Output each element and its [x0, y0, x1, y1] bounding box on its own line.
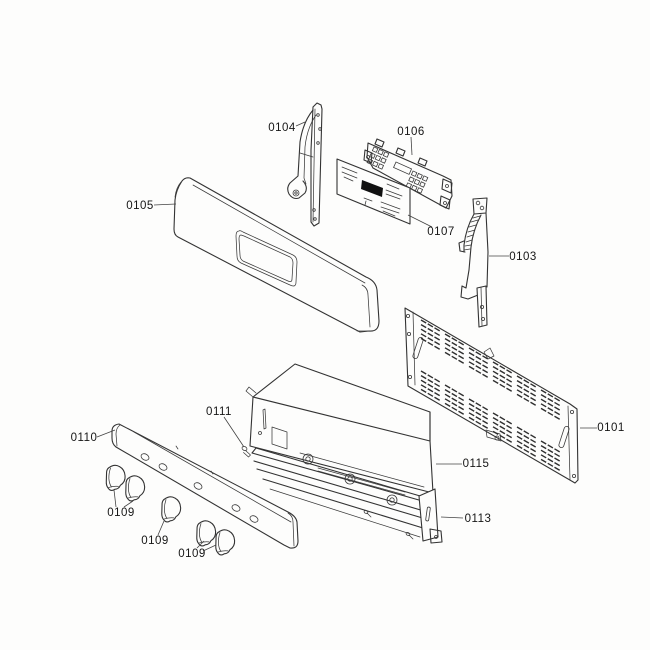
part-0111-screw — [241, 445, 251, 458]
label-0103: 0103 — [509, 251, 537, 263]
part-0101-vented-rear-panel — [404, 307, 579, 484]
part-0115-panel-support-bracket — [245, 363, 434, 494]
leader-0109a — [113, 489, 134, 508]
right-flange-slot — [558, 426, 570, 448]
leader-0110 — [96, 429, 116, 438]
button-cluster-right — [405, 170, 429, 194]
part-0106-electronic-control-board — [363, 138, 453, 210]
leader-0113 — [440, 516, 464, 519]
leader-0109b — [157, 520, 165, 536]
label-0105: 0105 — [126, 200, 154, 212]
part-0110-manifold-trim-strip — [111, 423, 299, 549]
part-0113-lower-mounting-rail — [251, 447, 443, 544]
display-window — [361, 180, 383, 197]
part-0104-left-support-bracket — [287, 102, 323, 227]
display-slot — [393, 161, 413, 175]
part-0103-right-support-bracket — [458, 197, 489, 328]
label-0107: 0107 — [427, 226, 455, 238]
label-0113: 0113 — [465, 513, 492, 525]
label-0109c: 0109 — [178, 548, 206, 560]
end-plate-slot — [425, 506, 431, 522]
label-0111: 0111 — [206, 406, 232, 418]
hatched-band — [463, 215, 481, 251]
callouts: 0101 0103 0104 0105 0106 0107 0109 0109 … — [71, 121, 625, 560]
clip-screw — [405, 532, 414, 540]
knob — [103, 463, 128, 492]
label-0101: 0101 — [597, 422, 625, 434]
label-0104: 0104 — [268, 122, 296, 134]
grommet — [302, 453, 314, 465]
leader-0111 — [223, 416, 245, 448]
grommet — [386, 494, 398, 506]
knob — [123, 474, 147, 503]
leader-0105 — [153, 203, 177, 206]
leader-0107 — [407, 214, 433, 228]
leader-0106 — [410, 136, 413, 156]
leader-0109c — [196, 540, 217, 552]
part-0105-control-panel-fascia — [173, 177, 380, 333]
leader-0104 — [295, 121, 306, 127]
part-0107-control-overlay — [336, 158, 411, 225]
knob — [159, 495, 183, 524]
left-flange-slot — [412, 337, 424, 359]
label-0109b: 0109 — [141, 535, 169, 547]
button-cluster-left — [366, 146, 390, 170]
label-0109a: 0109 — [107, 507, 135, 519]
label-0115: 0115 — [463, 458, 490, 470]
knob — [213, 528, 237, 557]
label-0110: 0110 — [71, 432, 98, 444]
knob — [194, 519, 218, 548]
label-0106: 0106 — [397, 126, 425, 138]
window-cutout — [235, 230, 298, 287]
clip-screw — [363, 510, 372, 518]
